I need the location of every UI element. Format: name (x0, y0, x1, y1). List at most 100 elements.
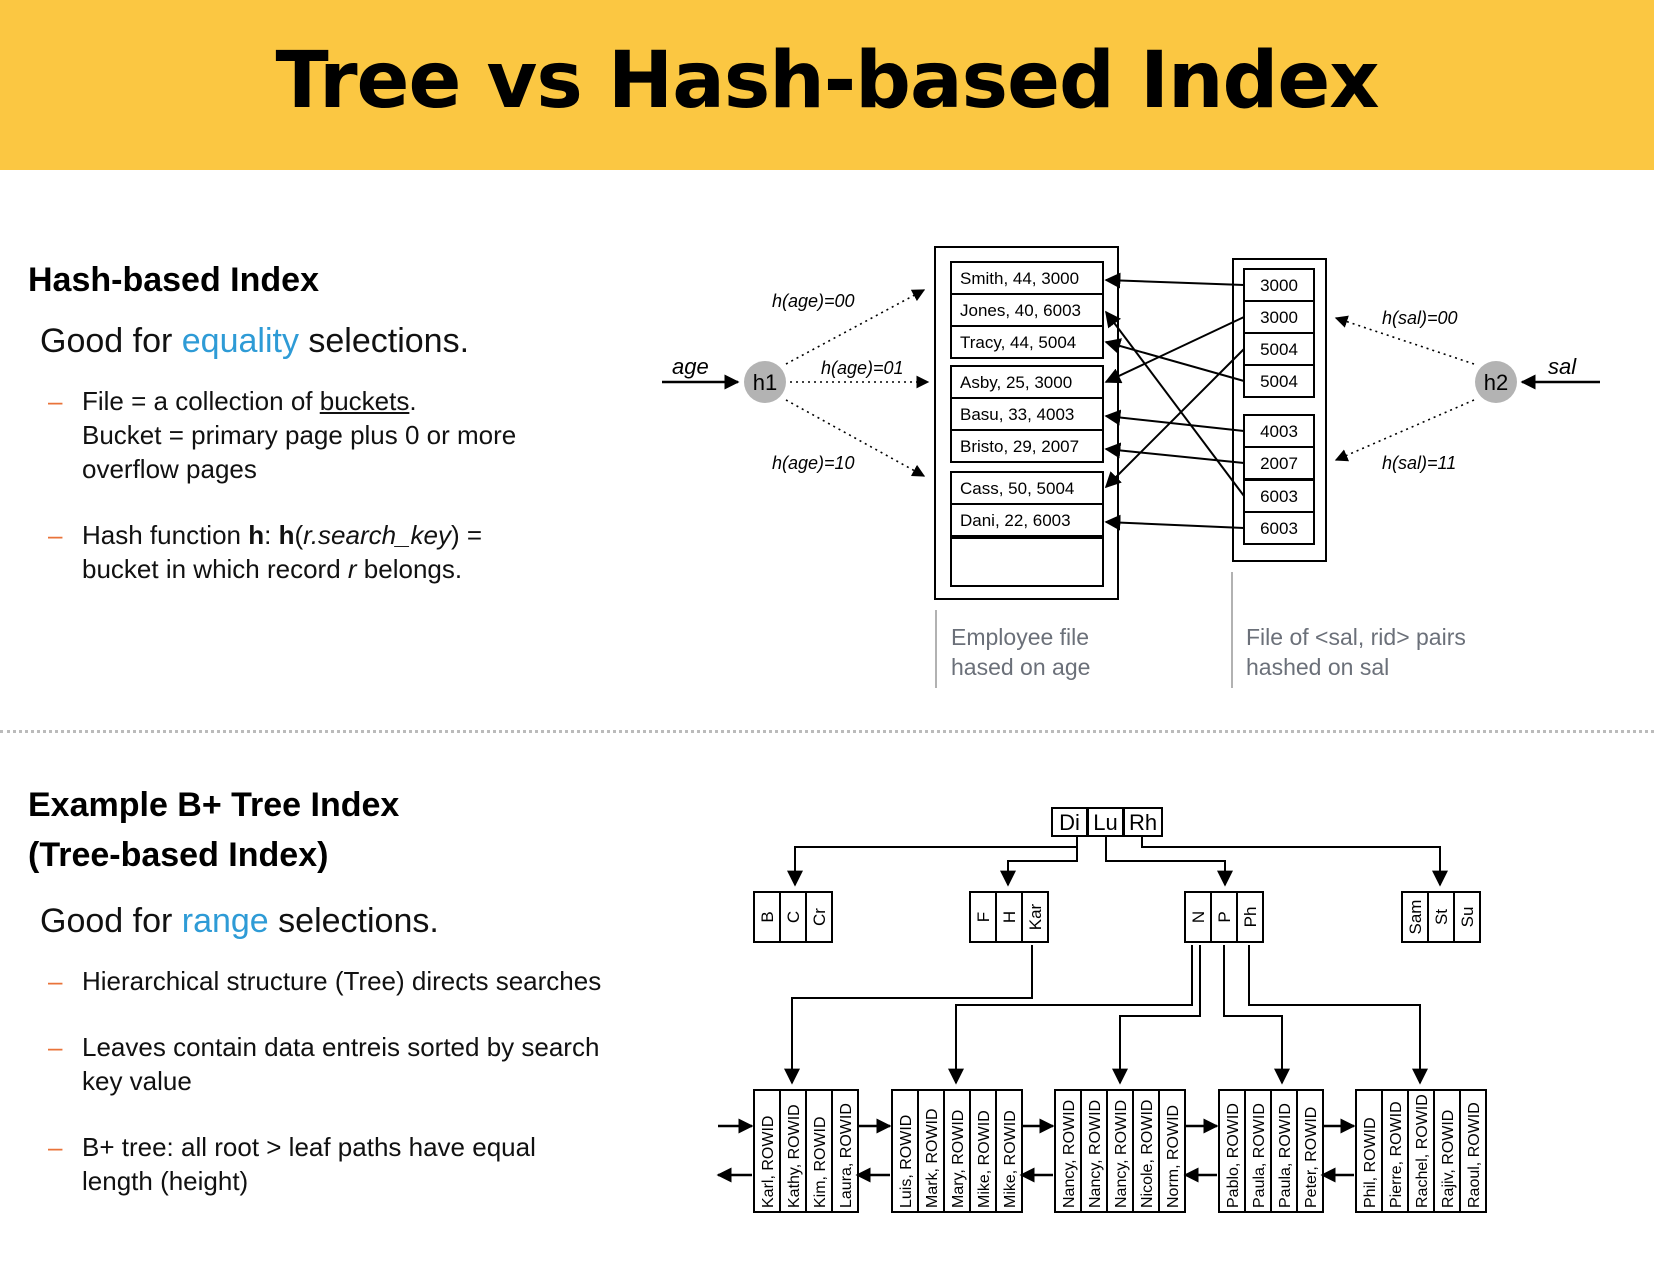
tree-lead: Good for range selections. (40, 902, 439, 941)
record-term: r (347, 554, 357, 584)
leaf-entry: Luis, ROWID (891, 1089, 919, 1213)
leaf-text: Mike, ROWID (1002, 1110, 1019, 1208)
leaf-text: Paula, ROWID (1251, 1103, 1268, 1208)
hash-section-heading: Hash-based Index (28, 261, 319, 299)
root-key: Rh (1123, 807, 1163, 837)
record-text: Dani, 22, 6003 (960, 511, 1071, 530)
h-sal-11-label: h(sal)=11 (1382, 453, 1456, 473)
bullet-text: ( (294, 520, 304, 550)
leaf-entry: Mike, ROWID (995, 1089, 1023, 1213)
age-label: age (672, 354, 709, 379)
key-text: Kar (1026, 903, 1045, 930)
rid-pointer (1104, 348, 1245, 489)
page-title: Tree vs Hash-based Index (275, 36, 1379, 126)
sal-value: 5004 (1260, 340, 1298, 359)
h1-arrow-00 (785, 289, 926, 365)
leaf-entry: Raoul, ROWID (1459, 1089, 1487, 1213)
record-text: Jones, 40, 6003 (960, 301, 1081, 320)
sal-value: 6003 (1260, 487, 1298, 506)
internal-key: N (1184, 891, 1212, 943)
key-text: Cr (810, 908, 829, 926)
heading-line: Example B+ Tree Index (28, 786, 400, 824)
key-text: Di (1059, 810, 1080, 835)
internal-key: C (779, 891, 807, 943)
hash-fn-symbol: h (248, 520, 265, 550)
employee-record: Smith, 44, 3000 (950, 261, 1104, 295)
h2-arrow-00 (1334, 315, 1475, 365)
bullet-text: bucket in which record (82, 554, 348, 584)
sal-file-outline (1232, 258, 1327, 562)
key-text: H (1000, 911, 1019, 923)
key-text: C (784, 911, 803, 923)
sal-entry: 6003 (1243, 511, 1315, 545)
leaf-entry: Norm, ROWID (1158, 1089, 1186, 1213)
h2-label: h2 (1484, 370, 1508, 395)
key-text: St (1432, 909, 1451, 925)
tree-edge (1112, 945, 1201, 1085)
root-key: Di (1051, 807, 1088, 837)
sal-entry: 5004 (1243, 364, 1315, 398)
lead-text: Good for (40, 902, 182, 940)
leaf-text: Kathy, ROWID (786, 1104, 803, 1208)
h1-label: h1 (753, 370, 777, 395)
sal-entry: 4003 (1243, 414, 1315, 448)
leaf-text: Pablo, ROWID (1225, 1103, 1242, 1208)
leaf-entry: Paula, ROWID (1244, 1089, 1272, 1213)
leaf-text: Mike, ROWID (976, 1110, 993, 1208)
sal-caption: File of <sal, rid> pairs (1246, 624, 1466, 650)
lead-text: Good for (40, 322, 182, 360)
leaf-text: Pierre, ROWID (1388, 1101, 1405, 1208)
h-sal-00-label: h(sal)=00 (1382, 308, 1458, 328)
bullet-text: belongs. (356, 554, 463, 584)
record-text: Tracy, 44, 5004 (960, 333, 1076, 352)
rid-pointer (1104, 316, 1245, 384)
hash-fn-symbol: h (278, 520, 295, 550)
leaf-text: Karl, ROWID (760, 1116, 777, 1208)
leaf-text: Paula, ROWID (1277, 1103, 1294, 1208)
sal-value: 3000 (1260, 276, 1298, 295)
leaf-entry: Phil, ROWID (1355, 1089, 1383, 1213)
sal-value: 6003 (1260, 519, 1298, 538)
h-age-01-label: h(age)=01 (821, 358, 904, 378)
h2-node (1475, 361, 1517, 403)
lead-accent-range: range (181, 902, 269, 940)
internal-key: Kar (1021, 891, 1049, 943)
leaf-entry: Mark, ROWID (917, 1089, 945, 1213)
sal-caption: hashed on sal (1246, 654, 1389, 680)
leaf-entry: Peter, ROWID (1296, 1089, 1324, 1213)
sal-value: 5004 (1260, 372, 1298, 391)
bullet-item: File = a collection of buckets.Bucket = … (48, 384, 608, 486)
leaf-text: Mary, ROWID (950, 1110, 967, 1208)
internal-key: F (969, 891, 997, 943)
sal-entry: 3000 (1243, 300, 1315, 334)
bullet-text: Hash function (82, 520, 249, 550)
sal-entry: 3000 (1243, 268, 1315, 302)
heading-line: (Tree-based Index) (28, 836, 329, 874)
leaf-entry: Nancy, ROWID (1106, 1089, 1134, 1213)
rid-pointer (1104, 409, 1245, 432)
hash-lead: Good for equality selections. (40, 322, 469, 361)
h2-arrow-11 (1334, 399, 1475, 462)
leaf-text: Laura, ROWID (838, 1103, 855, 1208)
buckets-term: buckets (319, 386, 410, 416)
leaf-text: Raoul, ROWID (1466, 1102, 1483, 1208)
employee-record: Asby, 25, 3000 (950, 365, 1104, 399)
sal-label: sal (1548, 354, 1577, 379)
rid-pointer (1104, 514, 1245, 531)
sal-entry: 2007 (1243, 446, 1315, 480)
leaf-text: Nancy, ROWID (1061, 1100, 1078, 1208)
leaf-entry: Paula, ROWID (1270, 1089, 1298, 1213)
h1-arrow-10 (785, 399, 926, 477)
employee-caption: hased on age (951, 654, 1090, 680)
bullet-text: File = a collection of (82, 386, 320, 416)
hash-bullets: File = a collection of buckets.Bucket = … (48, 384, 608, 618)
bullet-item: B+ tree: all root > leaf paths have equa… (48, 1130, 608, 1198)
internal-key: Ph (1236, 891, 1264, 943)
sal-entry: 5004 (1243, 332, 1315, 366)
tree-edge (1141, 837, 1448, 887)
